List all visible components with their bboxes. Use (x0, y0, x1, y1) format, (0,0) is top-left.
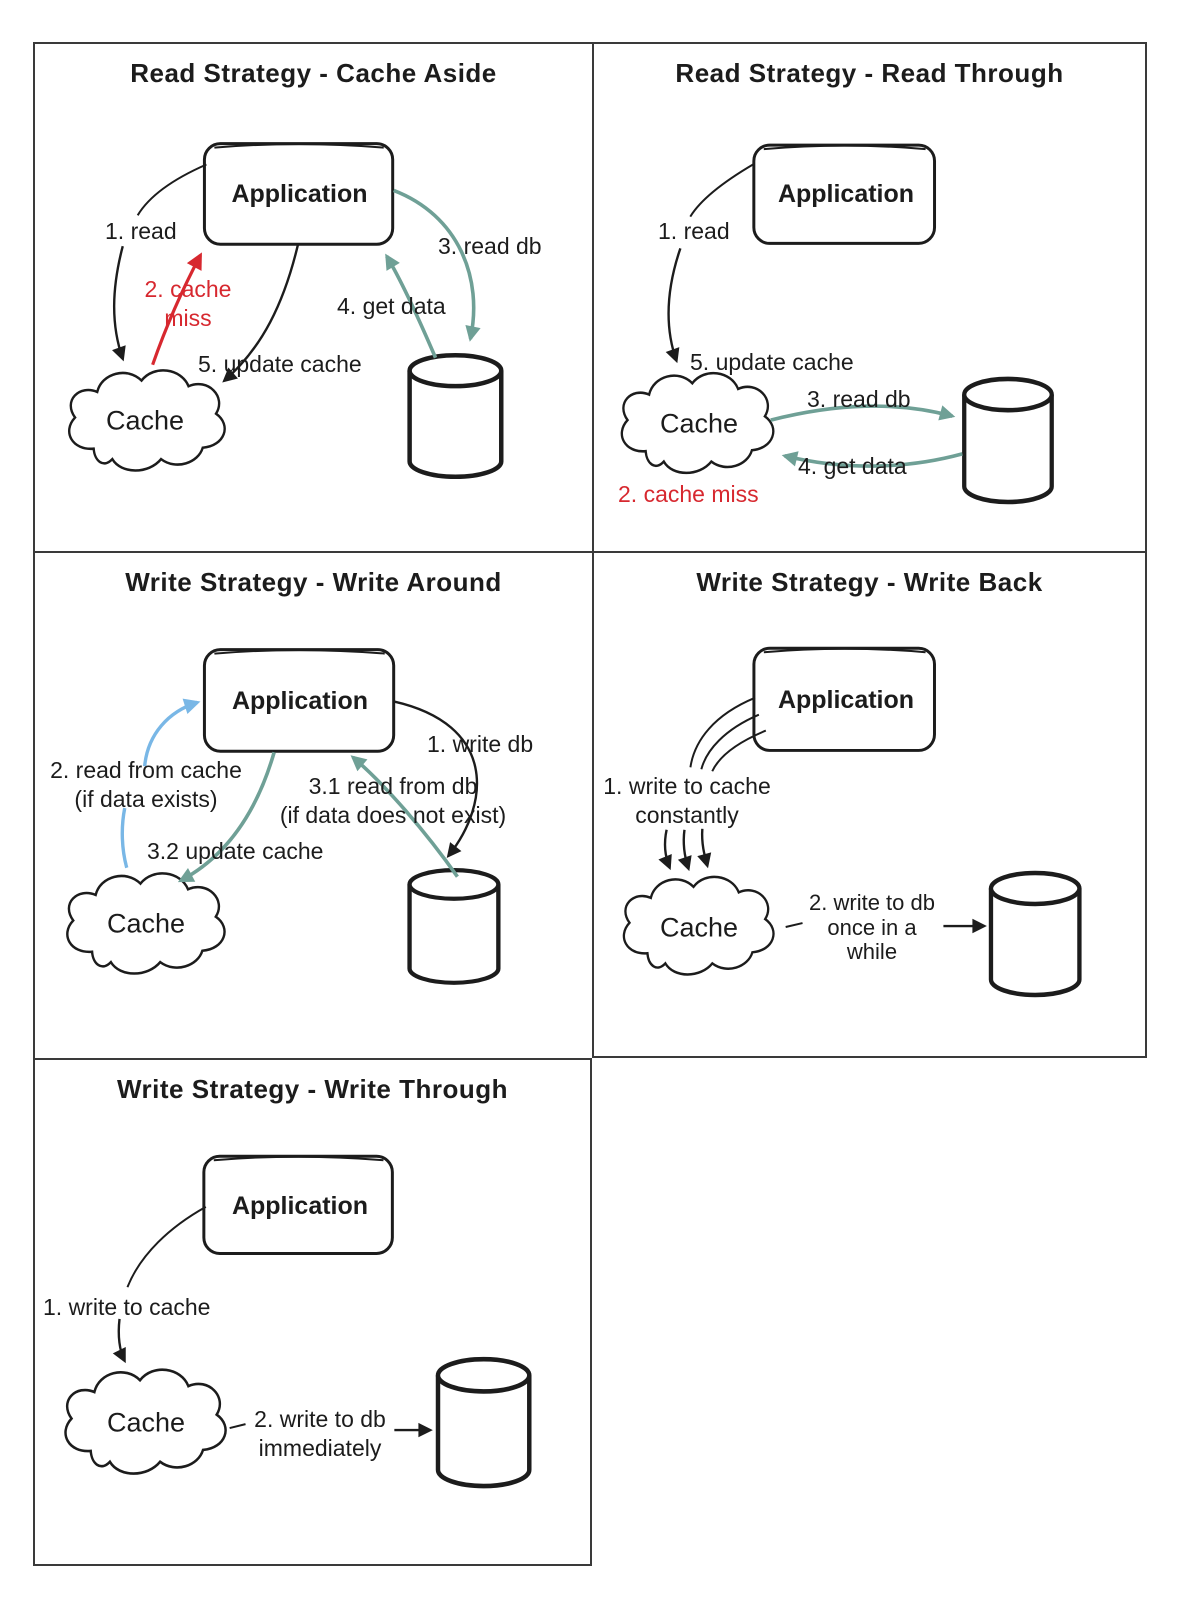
cache-label: Cache (659, 912, 739, 943)
step-update-cache-label: 3.2 update cache (147, 838, 324, 864)
application-label: Application (777, 180, 915, 208)
read-through-art (620, 143, 1145, 551)
panel-title: Write Strategy - Write Around (125, 567, 502, 597)
step-write-db-label: 1. write db (427, 731, 534, 757)
step-write-to-db-label: 2. write to db immediately (254, 1406, 386, 1461)
cache-dash-line (229, 1423, 246, 1430)
box-sketch-line (214, 143, 384, 149)
arrow-read-db (770, 404, 956, 422)
panel-title: Read Strategy - Read Through (675, 58, 1064, 88)
cache-label: Cache (659, 408, 739, 439)
step-write-to-cache-label: 1. write to cache constantly (603, 773, 771, 828)
arrow-write-cache-1 (658, 829, 672, 871)
box-sketch-line (214, 649, 385, 655)
read-from-cache-tail (120, 807, 129, 869)
arrow-write-cache-2 (677, 829, 692, 872)
arrow-read-db (393, 188, 481, 342)
step-cache-miss-label: 2. cache miss (618, 481, 759, 507)
write-cache-line-3 (711, 729, 767, 772)
cache-label: Cache (106, 908, 186, 939)
write-cache-line-1 (689, 696, 756, 768)
cache-label: Cache (105, 405, 185, 436)
write-cache-connector (126, 1205, 207, 1288)
step-update-cache-label: 5. update cache (690, 349, 854, 375)
step-read-db-label: 3. read db (807, 386, 911, 412)
read-connector-line (689, 163, 755, 218)
panel-title: Read Strategy - Cache Aside (130, 58, 497, 88)
arrow-read-to-cache (665, 247, 682, 364)
panel-write-around: Write Strategy - Write Around Applicatio… (33, 551, 592, 1058)
step-read-label: 1. read (105, 218, 177, 244)
arrow-get-data (781, 451, 963, 468)
database-icon (410, 870, 499, 983)
write-back-art (622, 646, 1145, 1056)
panel-read-through: Read Strategy - Read Through Application… (592, 42, 1147, 551)
step-update-cache-label: 5. update cache (198, 351, 362, 377)
database-icon (410, 355, 502, 477)
box-sketch-line (763, 647, 926, 654)
application-label: Application (231, 180, 368, 208)
panel-title: Write Strategy - Write Through (116, 1074, 509, 1104)
arrow-write-cache-3 (697, 828, 712, 869)
arrow-write-db (393, 700, 478, 858)
write-around-art (66, 648, 592, 1058)
arrow-write-to-cache (112, 1318, 126, 1364)
panel-cache-aside: Read Strategy - Cache Aside Application … (33, 42, 592, 551)
step-read-label: 1. read (658, 218, 730, 244)
cache-aside-art (67, 142, 592, 551)
step-read-db-label: 3. read db (438, 233, 542, 259)
database-icon (964, 379, 1052, 502)
step-get-data-label: 4. get data (798, 453, 907, 479)
box-sketch-line (213, 1155, 384, 1162)
panel-write-back: Write Strategy - Write Back Application … (592, 551, 1147, 1058)
step-read-from-cache-label: 2. read from cache (if data exists) (50, 757, 242, 812)
read-connector-line (136, 163, 207, 216)
application-label: Application (231, 686, 369, 715)
application-label: Application (231, 1191, 369, 1220)
panel-write-through: Write Strategy - Write Through Applicati… (33, 1058, 592, 1566)
database-icon (438, 1359, 529, 1486)
cache-label: Cache (106, 1407, 186, 1438)
write-through-art (64, 1154, 590, 1564)
application-label: Application (777, 686, 915, 714)
arrow-update-cache (177, 751, 276, 883)
database-icon (991, 873, 1079, 995)
arrow-read-from-cache (142, 698, 201, 767)
arrow-update-cache (222, 243, 300, 383)
arrow-read-from-db (350, 755, 459, 878)
arrow-cache-miss (151, 252, 202, 366)
box-sketch-line (763, 144, 926, 151)
step-write-to-cache-label: 1. write to cache (43, 1294, 211, 1320)
step-write-to-db-label: 2. write to db once in a while (809, 890, 935, 965)
panel-title: Write Strategy - Write Back (696, 567, 1043, 597)
write-cache-line-2 (700, 713, 760, 770)
arrow-read-to-cache (112, 245, 126, 362)
step-read-from-db-label: 3.1 read from db (if data does not exist… (279, 773, 507, 828)
step-get-data-label: 4. get data (337, 293, 446, 319)
cache-dash-line (785, 922, 803, 928)
step-cache-miss-label: 2. cache miss (144, 276, 232, 331)
arrow-get-data (385, 253, 438, 359)
